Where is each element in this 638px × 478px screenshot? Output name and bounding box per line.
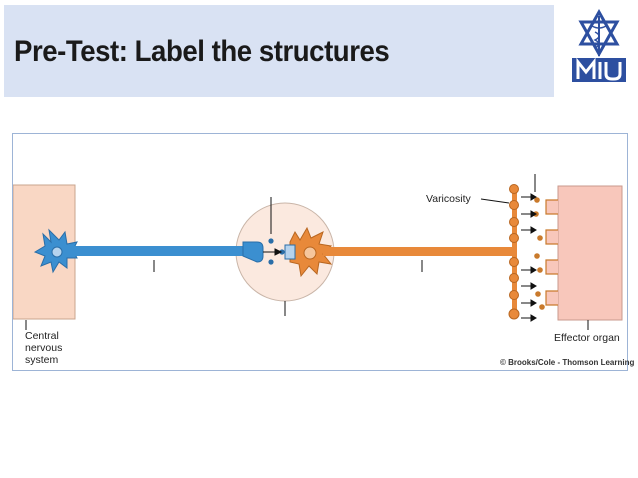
slide-title: Pre-Test: Label the structures	[14, 35, 390, 68]
label-effector-organ: Effector organ	[554, 332, 620, 344]
institution-logo	[566, 8, 632, 86]
star-of-david-caduceus-logo-icon	[566, 8, 632, 86]
copyright-credit: © Brooks/Cole - Thomson Learning	[500, 358, 635, 367]
neuron-diagram: Varicosity Central nervous system Effect…	[12, 133, 634, 371]
label-varicosity: Varicosity	[426, 193, 471, 205]
effector-organ-block	[557, 185, 623, 321]
title-banner: Pre-Test: Label the structures	[4, 5, 554, 97]
autonomic-pathway-illustration	[13, 174, 623, 330]
postganglionic-neuron	[289, 189, 517, 313]
label-central-nervous-system: Central nervous system	[25, 330, 63, 366]
